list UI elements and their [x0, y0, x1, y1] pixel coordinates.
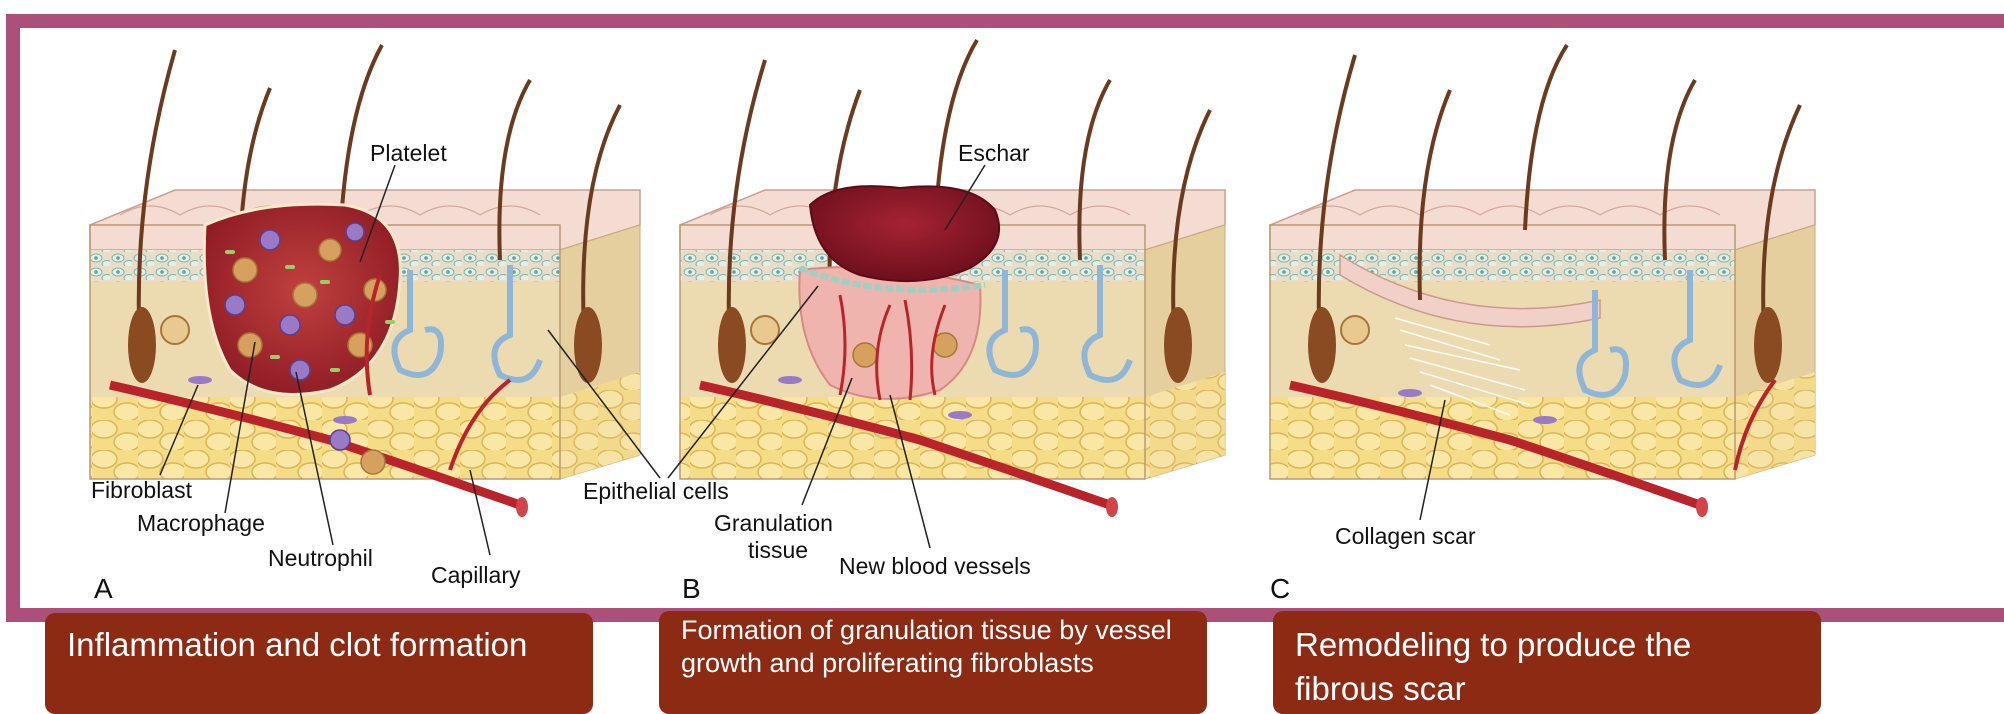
caption-c: Remodeling to produce the fibrous scar — [1273, 611, 1821, 714]
label-collagen-scar: Collagen scar — [1335, 523, 1476, 549]
caption-b: Formation of granulation tissue by vesse… — [659, 611, 1207, 714]
label-platelet: Platelet — [370, 140, 447, 166]
panel-letter-c: C — [1270, 573, 1290, 604]
caption-b-text: Formation of granulation tissue by vesse… — [681, 614, 1185, 680]
label-epithelial-cells: Epithelial cells — [583, 478, 729, 504]
caption-a: Inflammation and clot formation — [45, 613, 593, 714]
label-granulation-line2: tissue — [748, 537, 808, 563]
label-fibroblast: Fibroblast — [91, 477, 193, 503]
panel-c-block — [1270, 45, 1815, 517]
caption-c-text: Remodeling to produce the fibrous scar — [1295, 623, 1799, 711]
label-neutrophil: Neutrophil — [268, 545, 373, 571]
label-eschar: Eschar — [958, 140, 1030, 166]
label-new-blood-vessels: New blood vessels — [839, 553, 1031, 579]
panel-b-block — [680, 40, 1225, 517]
caption-a-text: Inflammation and clot formation — [67, 623, 571, 667]
label-granulation-line1: Granulation — [714, 510, 833, 536]
label-capillary: Capillary — [431, 562, 521, 588]
panel-letter-b: B — [682, 573, 701, 604]
label-macrophage: Macrophage — [137, 510, 265, 536]
panel-letter-a: A — [94, 573, 113, 604]
